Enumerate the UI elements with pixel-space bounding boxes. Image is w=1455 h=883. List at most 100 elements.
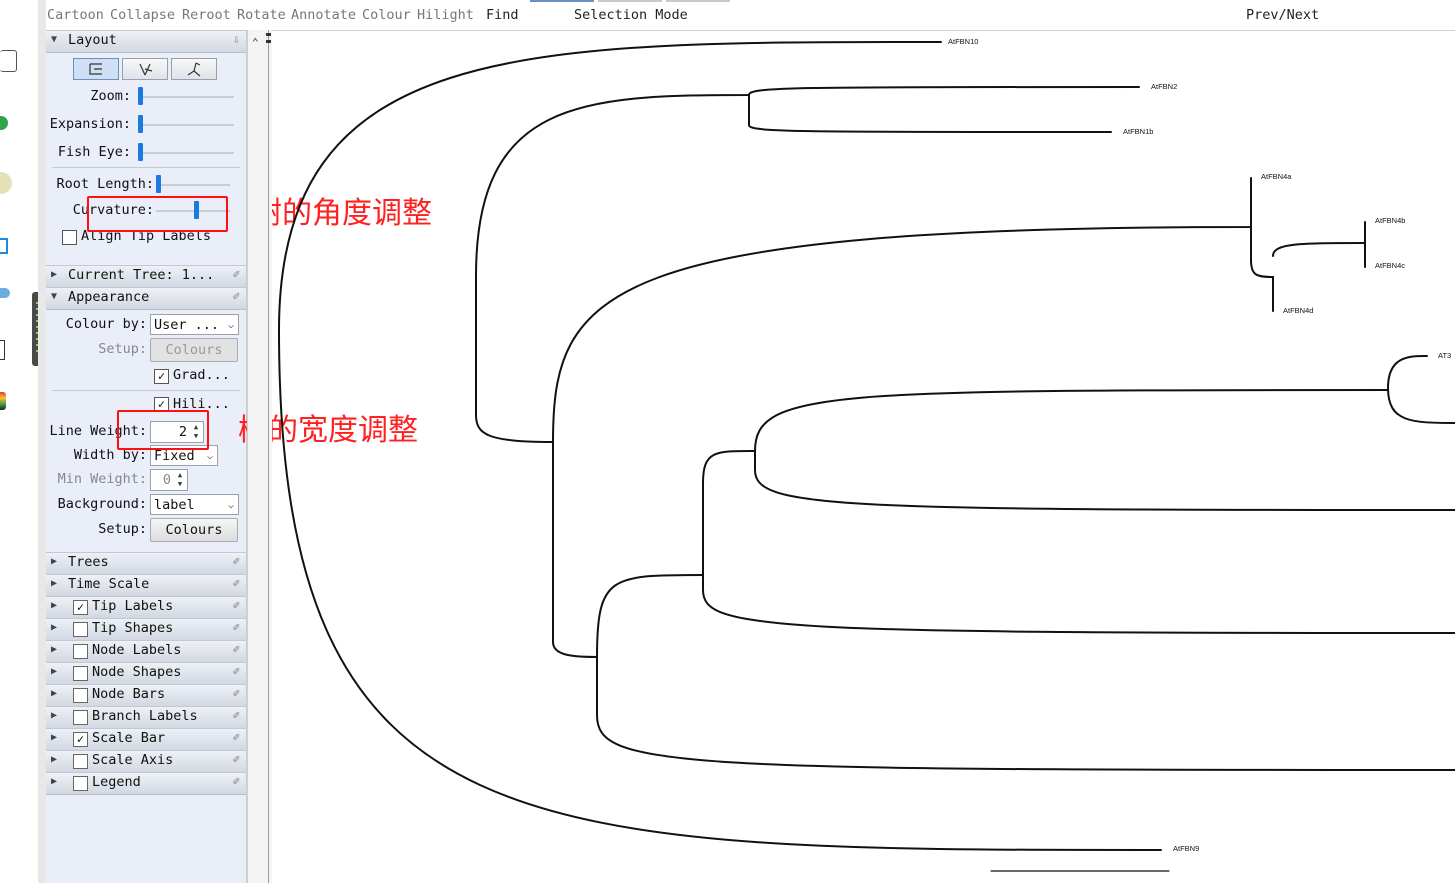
splitter-mark [266, 33, 271, 36]
tip-label[interactable]: AtFBN9 [1173, 844, 1199, 853]
toolbar-hilight-button[interactable]: Hilight [417, 7, 474, 23]
green-app-icon[interactable] [0, 116, 8, 130]
pin-icon[interactable]: ✐ [232, 686, 240, 700]
gradient-checkbox[interactable]: ✓ [154, 369, 169, 384]
pin-icon[interactable]: ✐ [232, 554, 240, 568]
current-tree-section-header[interactable]: ▶ Current Tree: 1... ✐ [46, 265, 246, 288]
root-length-slider-knob[interactable] [156, 175, 161, 193]
pin-icon[interactable]: ⇩ [232, 32, 240, 46]
tip-label[interactable]: AtFBN4b [1375, 216, 1405, 225]
expansion-slider-knob[interactable] [138, 115, 143, 133]
root-length-slider[interactable] [156, 184, 230, 186]
toolbar-colour-button[interactable]: Colour [362, 7, 411, 23]
compass-icon[interactable] [0, 172, 12, 194]
section-checkbox[interactable] [73, 754, 88, 769]
layout-section-title: Layout [68, 32, 117, 48]
root-length-label: Root Length: [56, 176, 154, 192]
chevron-up-icon[interactable]: ⌃ [252, 36, 259, 49]
section-checkbox[interactable] [73, 644, 88, 659]
tree-canvas[interactable]: AtFBN10 AtFBN2 AtFBN1b AtFBN4a AtFBN4b A… [271, 30, 1455, 883]
section-checkbox[interactable]: ✓ [73, 732, 88, 747]
width-by-value: Fixed [154, 448, 195, 464]
tip-label[interactable]: AT3 [1438, 351, 1451, 360]
rectangular-layout-button[interactable] [73, 58, 119, 80]
section-checkbox[interactable] [73, 666, 88, 681]
section-header-legend[interactable]: ▶Legend✐ [46, 772, 246, 795]
pin-icon[interactable]: ✐ [232, 774, 240, 788]
pin-icon[interactable]: ✐ [232, 620, 240, 634]
pin-icon[interactable]: ✐ [232, 267, 240, 281]
background-colours-button[interactable]: Colours [150, 518, 238, 542]
appearance-section-header[interactable]: ▼ Appearance ✐ [46, 287, 246, 310]
tip-label[interactable]: AtFBN2 [1151, 82, 1177, 91]
toolbar-cartoon-button[interactable]: Cartoon [47, 7, 104, 23]
tip-label[interactable]: AtFBN4c [1375, 261, 1405, 270]
section-header-branch-labels[interactable]: ▶Branch Labels✐ [46, 706, 246, 729]
section-header-scale-bar[interactable]: ▶✓Scale Bar✐ [46, 728, 246, 751]
pin-icon[interactable]: ✐ [232, 664, 240, 678]
section-header-node-bars[interactable]: ▶Node Bars✐ [46, 684, 246, 707]
spinner-arrows-icon[interactable]: ▲▼ [193, 423, 199, 440]
section-header-node-shapes[interactable]: ▶Node Shapes✐ [46, 662, 246, 685]
width-by-dropdown[interactable]: Fixed ⌵ [150, 445, 218, 466]
section-header-time-scale[interactable]: ▶Time Scale✐ [46, 574, 246, 597]
pin-icon[interactable]: ✐ [232, 576, 240, 590]
colours-setup-button[interactable]: Colours [150, 338, 238, 362]
splitter-mark [266, 40, 271, 43]
section-checkbox[interactable]: ✓ [73, 600, 88, 615]
window-icon[interactable] [0, 340, 5, 360]
pin-icon[interactable]: ✐ [232, 598, 240, 612]
radial-layout-button[interactable] [171, 58, 217, 80]
colour-by-dropdown[interactable]: User ... ⌵ [150, 314, 239, 335]
branch [754, 450, 1455, 511]
tip-label[interactable]: AtFBN4d [1283, 306, 1313, 315]
pin-icon[interactable]: ✐ [232, 730, 240, 744]
background-value: label [154, 497, 195, 513]
section-checkbox[interactable] [73, 688, 88, 703]
toolbar-annotate-button[interactable]: Annotate [291, 7, 357, 23]
toolbar-reroot-button[interactable]: Reroot [182, 7, 231, 23]
document-icon[interactable] [0, 50, 17, 72]
zoom-slider-knob[interactable] [138, 87, 143, 105]
zoom-slider[interactable] [138, 96, 234, 98]
curvature-slider-knob[interactable] [193, 201, 199, 219]
pin-icon[interactable]: ✐ [232, 289, 240, 303]
fisheye-slider[interactable] [138, 152, 234, 154]
background-dropdown[interactable]: label ⌵ [150, 494, 239, 515]
section-header-tip-shapes[interactable]: ▶Tip Shapes✐ [46, 618, 246, 641]
layout-section-header[interactable]: ▼ Layout ⇩ [46, 30, 246, 53]
branch [552, 177, 1252, 443]
section-checkbox[interactable] [73, 776, 88, 791]
pin-icon[interactable]: ✐ [232, 752, 240, 766]
tip-label[interactable]: AtFBN10 [948, 37, 978, 46]
align-tip-labels-checkbox[interactable] [62, 230, 77, 245]
panel-splitter[interactable]: ⌃ [247, 30, 272, 883]
expansion-slider[interactable] [138, 124, 234, 126]
fisheye-slider-knob[interactable] [138, 143, 143, 161]
colorful-app-icon[interactable] [0, 392, 6, 410]
tip-label[interactable]: AtFBN1b [1123, 127, 1153, 136]
bird-icon[interactable] [0, 288, 10, 298]
polar-layout-button[interactable] [122, 58, 168, 80]
section-header-tip-labels[interactable]: ▶✓Tip Labels✐ [46, 596, 246, 619]
section-header-trees[interactable]: ▶Trees✐ [46, 552, 246, 575]
branch [596, 574, 704, 658]
line-weight-spinner[interactable]: 2 ▲▼ [150, 421, 204, 443]
spinner-arrows-icon[interactable]: ▲▼ [177, 471, 183, 488]
branch [596, 656, 1455, 771]
section-header-node-labels[interactable]: ▶Node Labels✐ [46, 640, 246, 663]
curvature-slider[interactable] [156, 210, 230, 212]
setup-label: Setup: [98, 341, 147, 357]
pin-icon[interactable]: ✐ [232, 708, 240, 722]
pin-icon[interactable]: ✐ [232, 642, 240, 656]
section-header-scale-axis[interactable]: ▶Scale Axis✐ [46, 750, 246, 773]
toolbar-rotate-button[interactable]: Rotate [237, 7, 286, 23]
appearance-title: Appearance [68, 289, 150, 305]
toolbar-find-button[interactable]: Find [486, 7, 519, 23]
toolbar-collapse-button[interactable]: Collapse [110, 7, 176, 23]
section-checkbox[interactable] [73, 622, 88, 637]
blue-app-icon[interactable] [0, 238, 8, 254]
tip-label[interactable]: AtFBN4a [1261, 172, 1292, 181]
min-weight-spinner[interactable]: 0 ▲▼ [150, 469, 188, 491]
section-checkbox[interactable] [73, 710, 88, 725]
